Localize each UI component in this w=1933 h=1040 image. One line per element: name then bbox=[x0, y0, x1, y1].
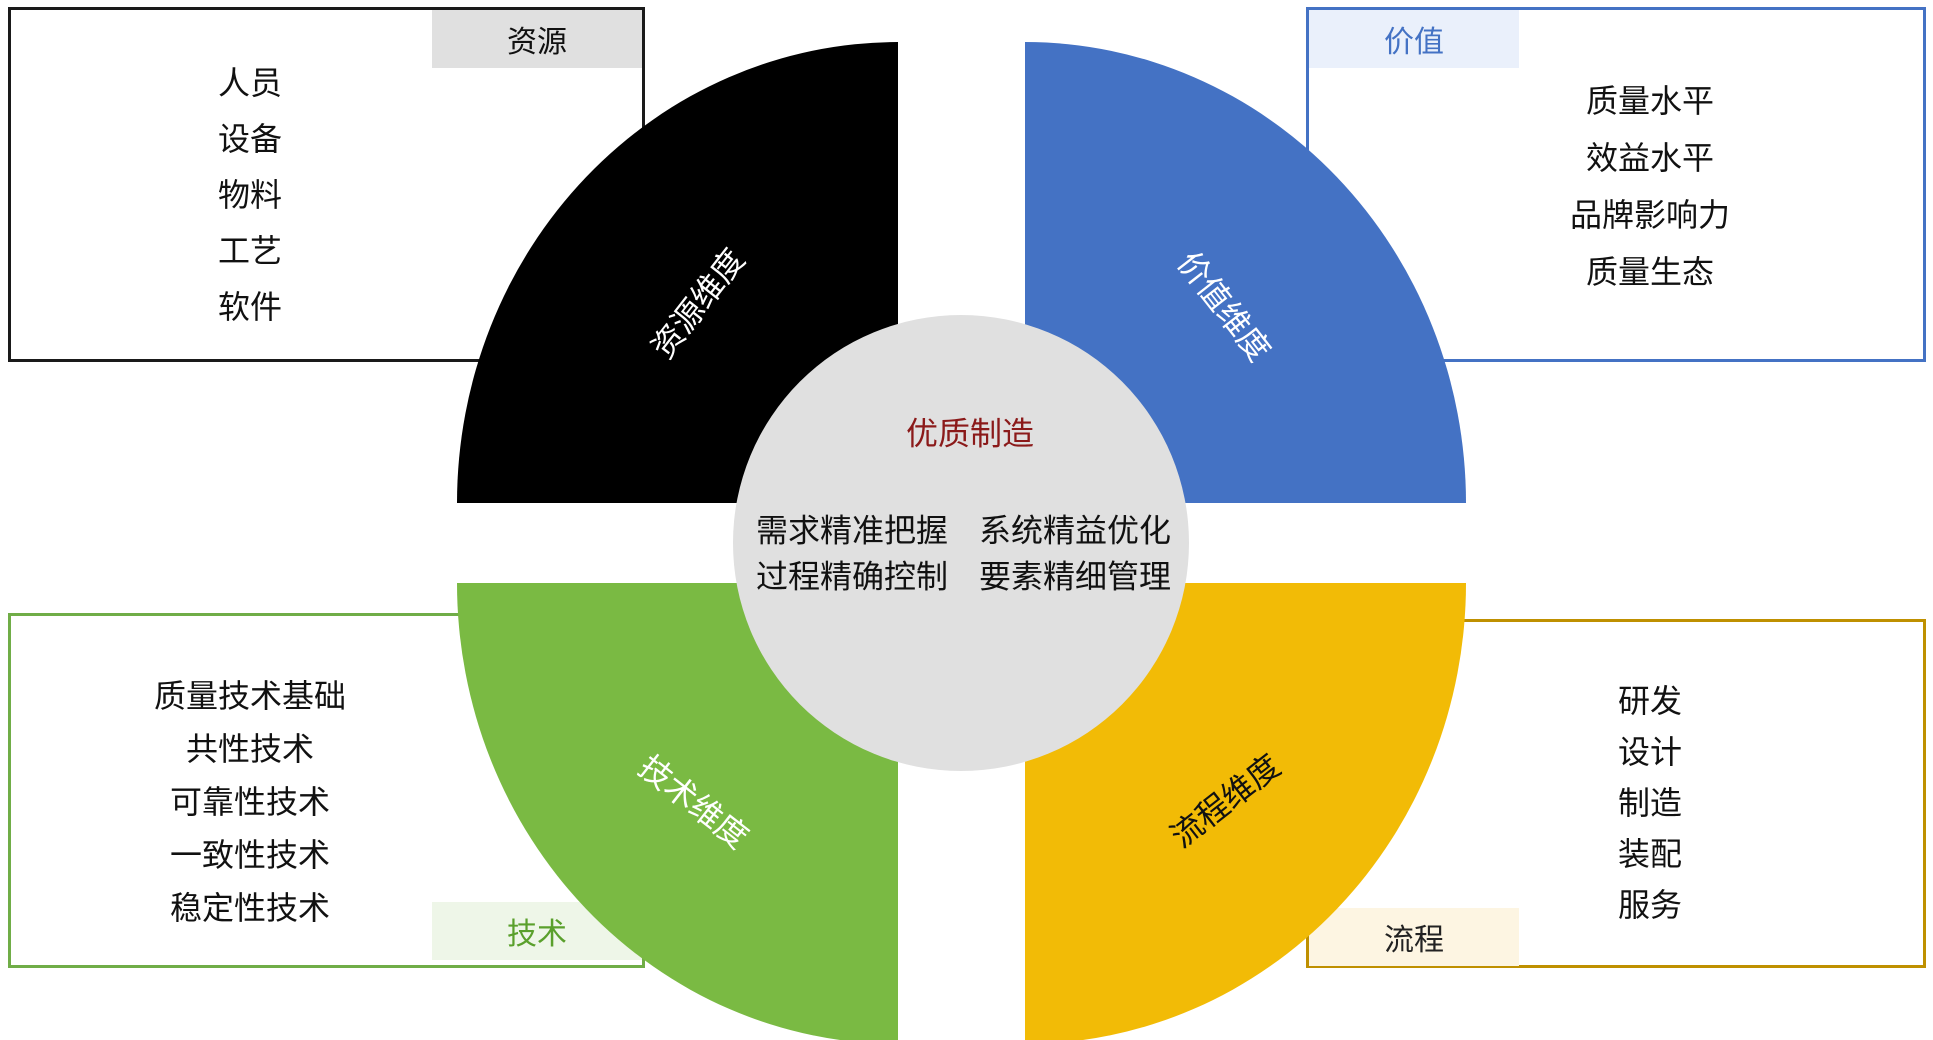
list-item: 一致性技术 bbox=[169, 836, 330, 874]
center-line2-right: 要素精细管理 bbox=[979, 558, 1171, 596]
list-item: 质量技术基础 bbox=[153, 677, 346, 715]
list-item: 软件 bbox=[217, 288, 282, 326]
list-item: 制造 bbox=[1617, 784, 1682, 822]
center-circle bbox=[733, 315, 1189, 771]
resource-quadrant bbox=[457, 42, 898, 503]
value-quadrant bbox=[1025, 42, 1466, 503]
list-item: 可靠性技术 bbox=[169, 783, 330, 821]
flow-tag: 流程 bbox=[1309, 908, 1519, 966]
list-item: 工艺 bbox=[217, 232, 282, 270]
list-item: 共性技术 bbox=[185, 730, 314, 768]
list-item: 装配 bbox=[1617, 835, 1682, 873]
list-item: 人员 bbox=[217, 64, 282, 102]
flow-quadrant bbox=[1025, 583, 1466, 1040]
list-item: 研发 bbox=[1617, 682, 1682, 720]
list-item: 质量水平 bbox=[1585, 82, 1714, 120]
resource-tag: 资源 bbox=[432, 10, 642, 68]
tech-list: 质量技术基础 共性技术 可靠性技术 一致性技术 稳定性技术 bbox=[100, 670, 400, 935]
list-item: 设备 bbox=[217, 120, 282, 158]
value-list: 质量水平 效益水平 品牌影响力 质量生态 bbox=[1500, 73, 1800, 301]
list-item: 物料 bbox=[217, 176, 282, 214]
value-tag: 价值 bbox=[1309, 10, 1519, 68]
list-item: 设计 bbox=[1617, 733, 1682, 771]
center-line1-left: 需求精准把握 bbox=[756, 512, 948, 550]
list-item: 品牌影响力 bbox=[1569, 196, 1730, 234]
list-item: 服务 bbox=[1617, 886, 1682, 924]
resource-list: 人员 设备 物料 工艺 软件 bbox=[100, 55, 400, 335]
center-title: 优质制造 bbox=[906, 415, 1034, 453]
list-item: 质量生态 bbox=[1585, 253, 1714, 291]
tech-quadrant bbox=[457, 583, 898, 1040]
flow-list: 研发 设计 制造 装配 服务 bbox=[1500, 676, 1800, 931]
list-item: 稳定性技术 bbox=[169, 889, 330, 927]
center-line1-right: 系统精益优化 bbox=[979, 512, 1171, 550]
center-line2-left: 过程精确控制 bbox=[756, 558, 948, 596]
list-item: 效益水平 bbox=[1585, 139, 1714, 177]
